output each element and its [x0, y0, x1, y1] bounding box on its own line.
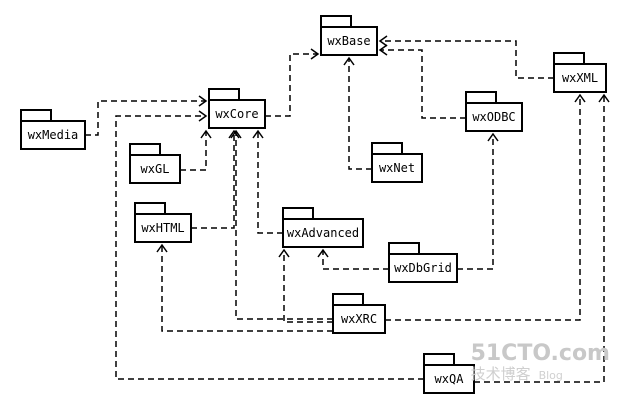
package-wxxrc: wxXRC	[332, 293, 386, 334]
arrowhead-icon	[487, 132, 499, 142]
package-label: wxGL	[141, 162, 170, 176]
package-body	[320, 26, 378, 56]
package-body	[282, 218, 364, 248]
package-tab	[320, 15, 352, 28]
package-tab	[129, 143, 161, 156]
dependency-wxadvanced-to-wxcore	[252, 129, 283, 234]
package-body	[129, 154, 181, 184]
package-body	[134, 213, 192, 243]
dependency-line	[115, 115, 424, 380]
dependency-wxnet-to-wxbase	[343, 56, 372, 170]
arrowhead-icon	[198, 110, 208, 122]
dependency-line	[265, 53, 318, 117]
dependency-line	[235, 131, 333, 320]
package-tab	[208, 88, 240, 101]
package-wxmedia: wxMedia	[20, 109, 86, 150]
package-label: wxDbGrid	[394, 261, 452, 275]
dependency-wxxrc-to-wxcore	[230, 129, 333, 320]
package-label: wxXRC	[341, 312, 377, 326]
package-body	[371, 153, 423, 183]
package-label: wxCore	[215, 107, 258, 121]
package-tab	[371, 142, 403, 155]
dependency-wxqa-to-wxcore	[115, 110, 424, 380]
package-tab	[332, 293, 364, 306]
package-wxcore: wxCore	[208, 88, 266, 129]
package-label: wxBase	[327, 34, 370, 48]
package-wxhtml: wxHTML	[134, 202, 192, 243]
dependency-wxdbgrid-to-wxadvanced	[317, 248, 389, 270]
package-wxadvanced: wxAdvanced	[282, 207, 364, 248]
dependency-wxxrc-to-wxxml	[385, 93, 586, 321]
package-tab	[388, 242, 420, 255]
dependency-wxcore-to-wxbase	[265, 48, 320, 117]
dependency-line	[283, 250, 333, 323]
dependency-line	[348, 58, 372, 170]
package-tab	[553, 52, 585, 65]
dependency-wxodbc-to-wxbase	[378, 44, 466, 119]
package-wxgl: wxGL	[129, 143, 181, 184]
dependency-wxqa-to-wxxml	[474, 93, 610, 383]
dependency-wxgl-to-wxcore	[180, 129, 212, 171]
package-body	[465, 102, 523, 132]
dependency-line	[257, 131, 283, 234]
arrowhead-icon	[343, 56, 355, 66]
package-wxxml: wxXML	[553, 52, 607, 93]
arrowhead-icon	[378, 35, 388, 47]
package-tab	[423, 353, 455, 366]
package-label: wxQA	[435, 372, 465, 386]
dependency-line	[385, 95, 581, 321]
dependency-line	[474, 95, 605, 383]
package-tab	[465, 91, 497, 104]
dependency-line	[457, 134, 494, 270]
dependency-wxmedia-to-wxcore	[85, 95, 208, 136]
arrowhead-icon	[378, 44, 388, 56]
arrowhead-icon	[574, 93, 586, 103]
package-wxbase: wxBase	[320, 15, 378, 56]
dependency-wxxml-to-wxbase	[378, 35, 554, 79]
package-label: wxMedia	[28, 128, 79, 142]
package-body	[553, 63, 607, 93]
package-label: wxXML	[562, 71, 598, 85]
dependency-wxdbgrid-to-wxodbc	[457, 132, 499, 270]
dependency-line	[161, 245, 333, 332]
dependency-wxxrc-to-wxadvanced	[278, 248, 333, 323]
arrowhead-icon	[310, 48, 320, 60]
dependency-line	[85, 100, 206, 136]
dependency-line	[380, 40, 554, 79]
package-tab	[134, 202, 166, 215]
package-label: wxHTML	[141, 221, 184, 235]
package-body	[208, 99, 266, 129]
dependency-line	[191, 131, 235, 229]
dependency-wxhtml-to-wxcore	[191, 129, 240, 229]
package-wxnet: wxNet	[371, 142, 423, 183]
package-body	[423, 364, 475, 394]
dependency-line	[380, 49, 466, 119]
arrowhead-icon	[230, 129, 242, 139]
arrowhead-icon	[252, 129, 264, 139]
package-label: wxNet	[379, 161, 415, 175]
package-body	[332, 304, 386, 334]
package-wxqa: wxQA	[423, 353, 475, 394]
dependency-wxxrc-to-wxhtml	[156, 243, 333, 332]
package-wxdbgrid: wxDbGrid	[388, 242, 458, 283]
arrowhead-icon	[198, 95, 208, 107]
package-wxodbc: wxODBC	[465, 91, 523, 132]
package-label: wxAdvanced	[287, 226, 359, 240]
package-body	[388, 253, 458, 283]
arrowhead-icon	[598, 93, 610, 103]
package-body	[20, 120, 86, 150]
dependency-line	[322, 250, 389, 270]
arrowhead-icon	[317, 248, 329, 258]
package-tab	[20, 109, 52, 122]
package-label: wxODBC	[472, 110, 515, 124]
package-tab	[282, 207, 314, 220]
arrowhead-icon	[278, 248, 290, 258]
arrowhead-icon	[200, 129, 212, 139]
arrowhead-icon	[156, 243, 168, 253]
arrowhead-icon	[228, 129, 240, 139]
dependency-line	[180, 131, 207, 171]
